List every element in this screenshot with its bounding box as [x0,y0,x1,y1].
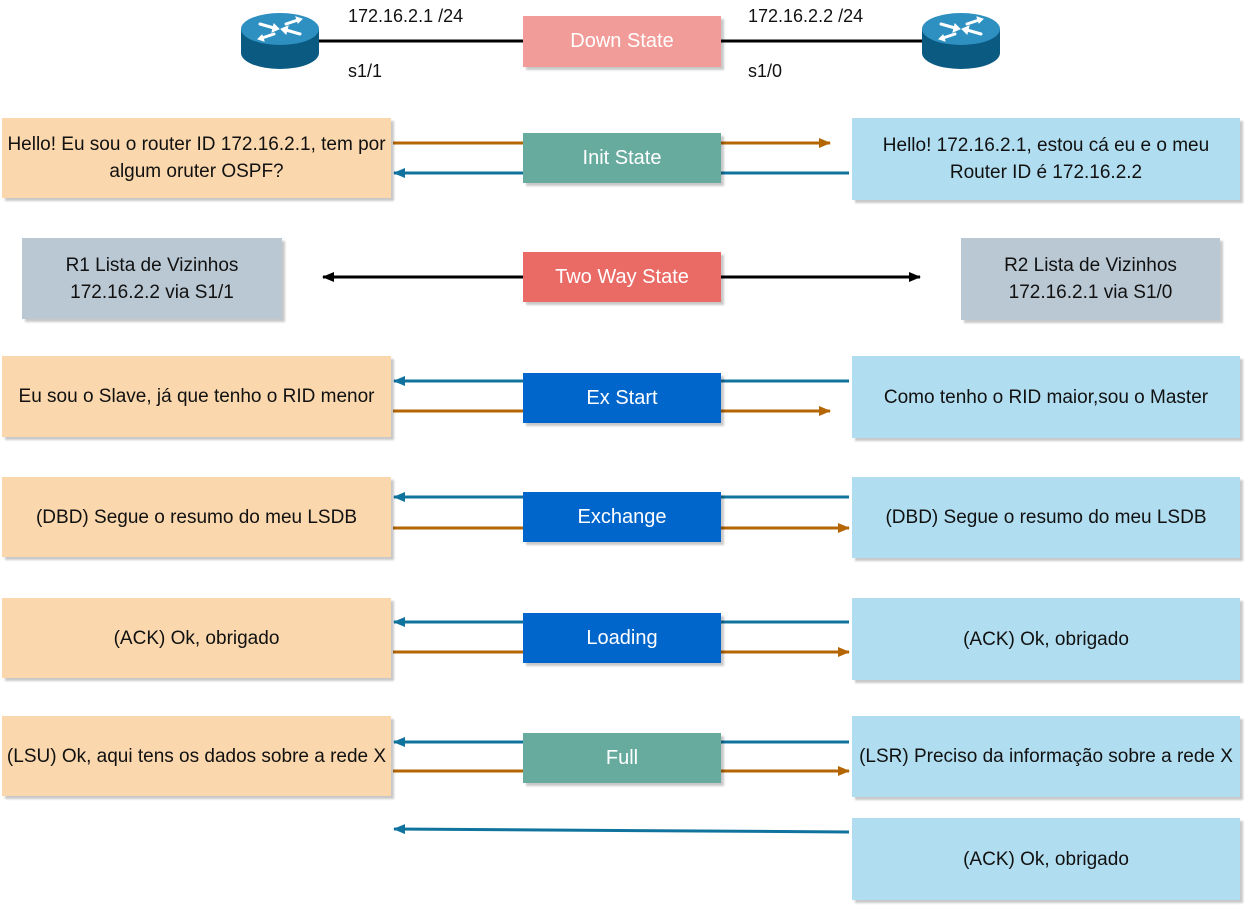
exchange-r2-message: (DBD) Segue o resumo do meu LSDB [852,477,1240,558]
state-init: Init State [523,133,721,183]
state-two-way: Two Way State [523,252,721,302]
r2-ip-label: 172.16.2.2 /24 [748,6,864,26]
state-exchange: Exchange [523,492,721,542]
r2-neighbor-list-title: R2 Lista de Vizinhos [1004,255,1177,276]
router-icon [241,13,319,69]
r2-neighbor-list: R2 Lista de Vizinhos 172.16.2.1 via S1/0 [961,238,1220,320]
state-ex-start: Ex Start [523,373,721,423]
r1-neighbor-list-entry: 172.16.2.2 via S1/1 [70,281,234,303]
state-full: Full [523,733,721,783]
full-r1-message: (LSU) Ok, aqui tens os dados sobre a red… [2,716,391,796]
router-icon [922,13,1000,69]
state-down: Down State [523,16,721,67]
r2-neighbor-list-entry: 172.16.2.1 via S1/0 [1008,282,1173,303]
r1-neighbor-list: R1 Lista de Vizinhos 172.16.2.2 via S1/1 [22,238,282,319]
exstart-r1-message: Eu sou o Slave, já que tenho o RID menor [2,356,391,437]
loading-r1-message: (ACK) Ok, obrigado [2,598,391,678]
r1-neighbor-list-title: R1 Lista de Vizinhos [65,254,239,276]
r1-interface-label: s1/1 [348,61,383,81]
final-ack-r2-message: (ACK) Ok, obrigado [852,818,1240,900]
init-r1-message: Hello! Eu sou o router ID 172.16.2.1, te… [2,118,391,198]
init-r2-message: Hello! 172.16.2.1, estou cá eu e o meu R… [852,118,1240,200]
exchange-r1-message: (DBD) Segue o resumo do meu LSDB [2,477,391,557]
state-loading: Loading [523,613,721,663]
exstart-r2-message: Como tenho o RID maior,sou o Master [852,356,1240,438]
full-r2-message: (LSR) Preciso da informação sobre a rede… [852,716,1240,797]
r1-ip-label: 172.16.2.1 /24 [348,6,464,26]
loading-r2-message: (ACK) Ok, obrigado [852,598,1240,680]
final-ack-arrow [393,824,850,835]
r2-interface-label: s1/0 [748,61,783,81]
